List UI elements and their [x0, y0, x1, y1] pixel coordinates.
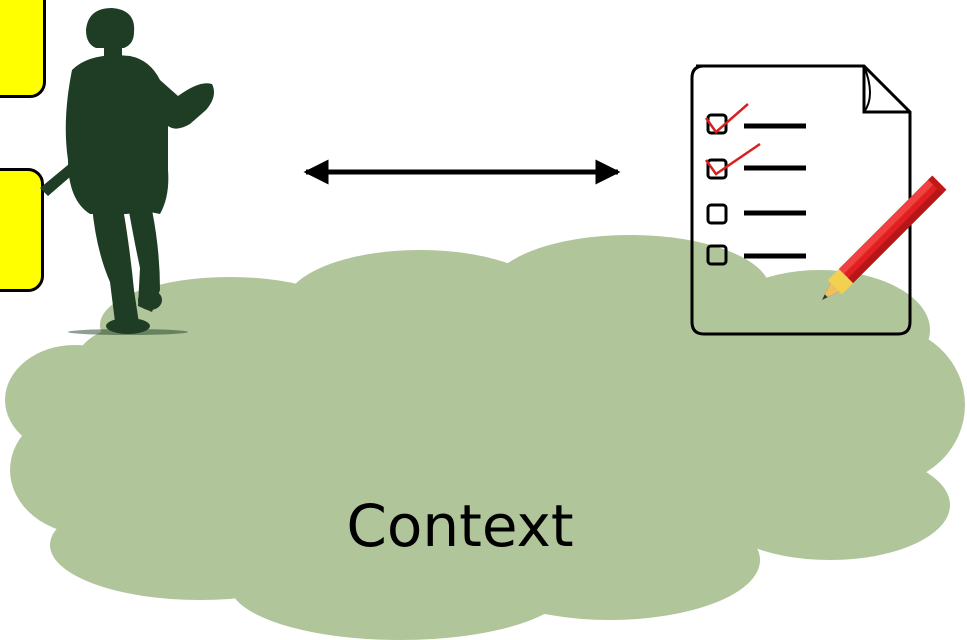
checklist-document-icon: [690, 64, 912, 336]
callout-box-top: [0, 0, 46, 98]
checklist-item: [704, 103, 806, 135]
checklist-item: [706, 244, 806, 266]
context-cloud: [5, 235, 965, 640]
checklist-item: [704, 142, 806, 180]
pencil-icon: [822, 175, 947, 300]
soldier-silhouette-icon: [40, 8, 214, 335]
context-label: Context: [346, 492, 574, 560]
checklist-item: [706, 203, 806, 225]
callout-box-bottom: [0, 168, 44, 292]
checkmark-icon: [704, 142, 761, 176]
checkmark-icon: [704, 103, 749, 134]
